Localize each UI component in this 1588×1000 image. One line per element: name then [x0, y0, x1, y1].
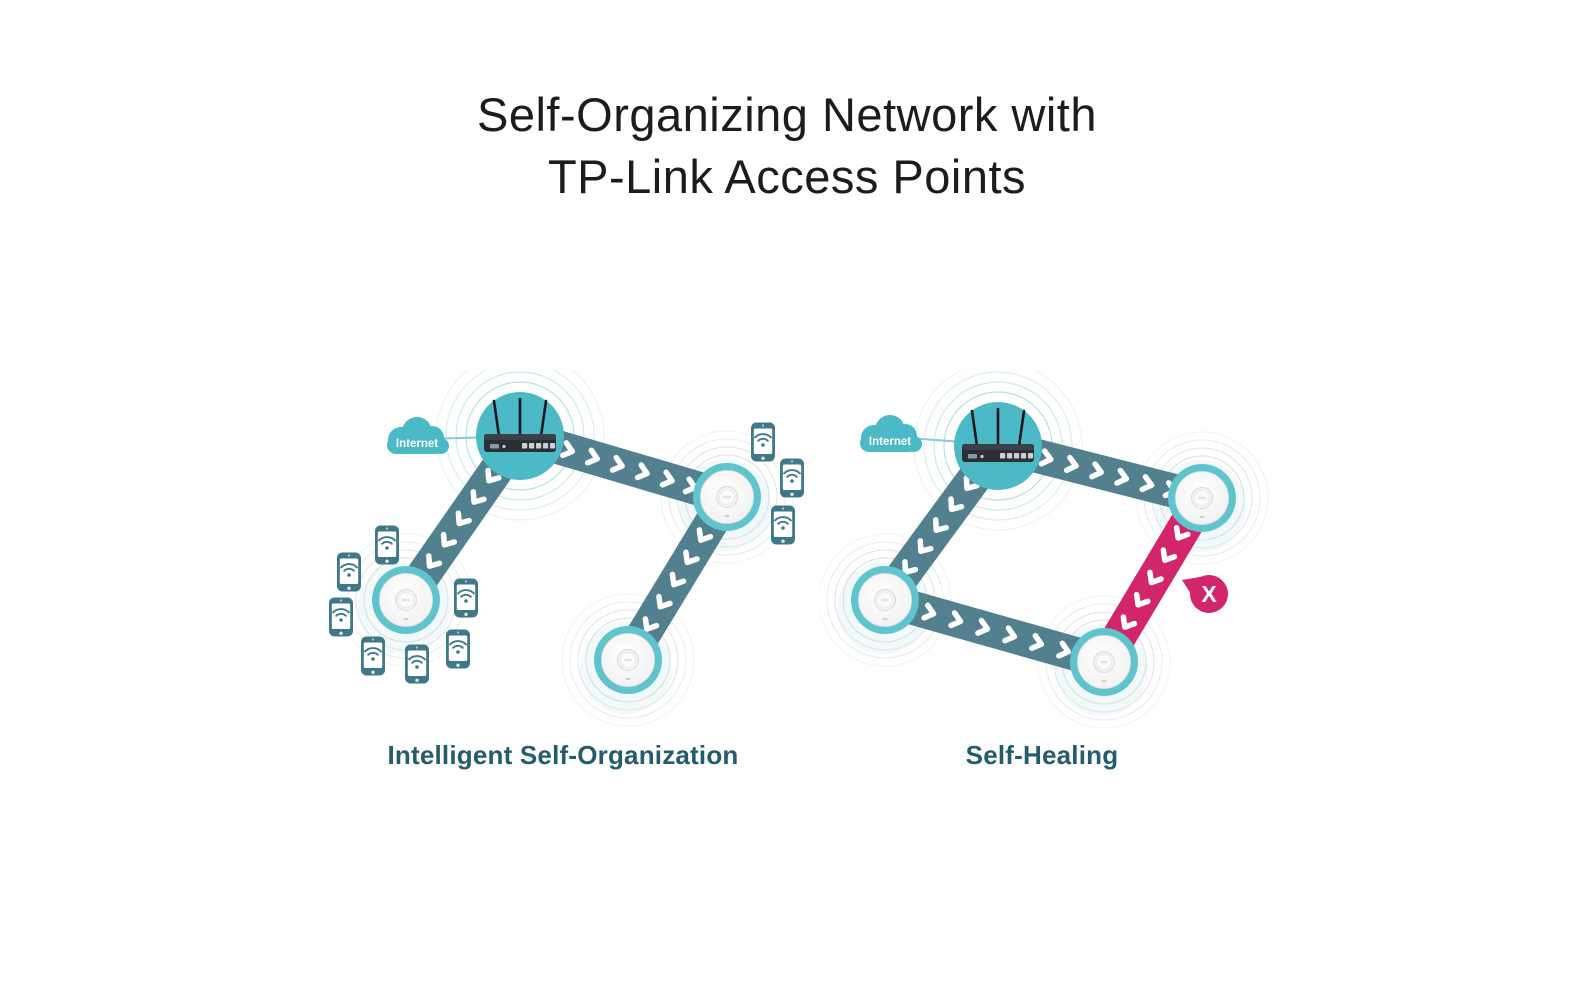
router-node: [954, 402, 1042, 490]
client-phone-icon: [770, 504, 796, 546]
broken-link-x-icon: X: [1201, 581, 1217, 607]
client-phone-icon: [360, 635, 386, 677]
client-phone-icon: [404, 643, 430, 685]
self-healing-diagram: Internet X: [820, 370, 1269, 729]
intelligent-self-organization-diagram: Internet: [328, 370, 805, 727]
page-title: Self-Organizing Network with TP-Link Acc…: [387, 84, 1187, 208]
access-point-3: [593, 625, 663, 695]
access-point-2: [850, 565, 920, 635]
client-phone-icon: [374, 524, 400, 566]
link-ap2-to-ap3: [880, 583, 1109, 679]
client-phone-icon: [779, 457, 805, 499]
access-point-1: [1167, 463, 1237, 533]
client-phone-icon: [453, 577, 479, 619]
internet-label: Internet: [869, 436, 911, 448]
broken-link-badge: X: [1182, 575, 1228, 613]
router-node: [476, 392, 564, 480]
client-phone-icon: [328, 596, 354, 638]
internet-cloud: Internet: [387, 417, 449, 454]
client-phone-icon: [336, 551, 362, 593]
caption-self-healing: Self-Healing: [965, 740, 1119, 770]
client-phone-icon: [750, 421, 776, 463]
client-phone-icon: [445, 628, 471, 670]
access-point-3: [1069, 627, 1139, 697]
access-point-1: [371, 565, 441, 635]
internet-cloud: Internet: [860, 415, 922, 452]
internet-label: Internet: [396, 438, 438, 450]
page-title-line1: Self-Organizing Network with: [477, 88, 1097, 141]
page-title-line2: TP-Link Access Points: [547, 150, 1027, 203]
access-point-2: [692, 462, 762, 532]
caption-intelligent-self-organization: Intelligent Self-Organization: [387, 740, 739, 770]
